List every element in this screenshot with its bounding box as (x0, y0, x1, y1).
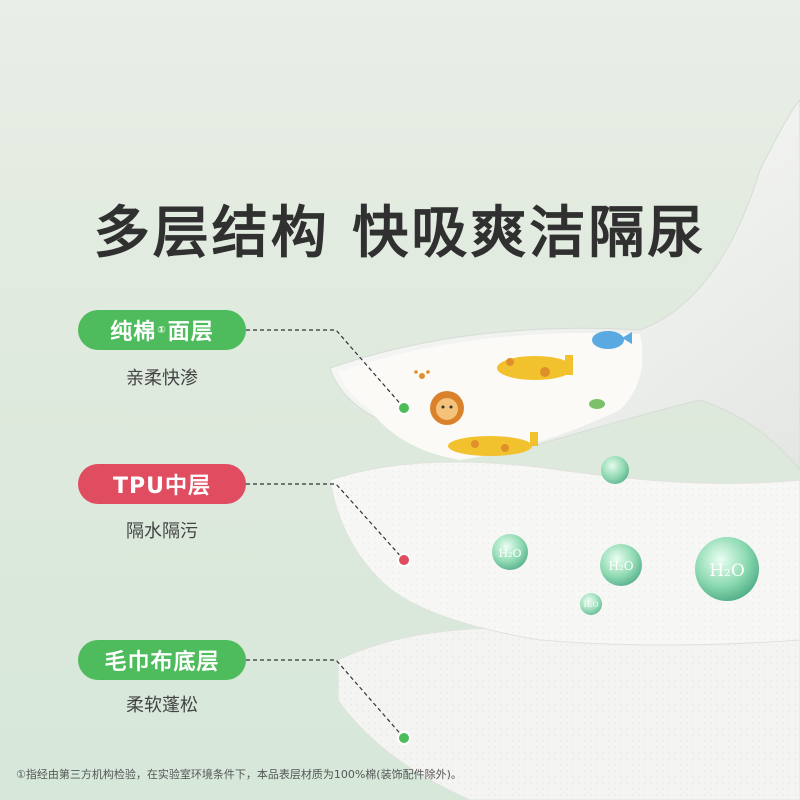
layer-desc-middle: 隔水隔污 (126, 521, 198, 542)
connector-top (246, 329, 405, 409)
page-title: 多层结构 快吸爽洁隔尿 (93, 201, 707, 266)
lion-icon (430, 391, 464, 425)
giraffe-icon (448, 432, 538, 456)
whale-icon (592, 331, 632, 349)
layer-label-bottom: 毛巾布底层 (78, 640, 246, 680)
top-layer (329, 99, 800, 471)
leaf-icon (589, 399, 605, 409)
layer-desc-bottom: 柔软蓬松 (126, 695, 198, 716)
h2o-label: H₂O (608, 559, 633, 573)
droplet-h2o: H₂O (695, 537, 759, 601)
h2o-label: H₂O (709, 561, 745, 581)
droplet-h2o: H₂O (580, 593, 602, 615)
connector-middle (246, 483, 405, 561)
footnote-mark: ① (157, 324, 167, 336)
h2o-label: H₂O (498, 547, 521, 560)
middle-layer (329, 461, 800, 646)
bottom-layer (337, 627, 800, 800)
layer-desc-top: 亲柔快渗 (126, 368, 198, 389)
droplet-small (601, 456, 629, 484)
layer-label-middle: TPU中层 (78, 464, 246, 504)
footnote: ①指经由第三方机构检验，在实验室环境条件下，本品表层材质为100%棉(装饰配件除… (16, 768, 462, 781)
connector-dots (397, 401, 411, 745)
connector-bottom (246, 659, 405, 739)
droplet-h2o: H₂O (600, 544, 642, 586)
paw-icon (414, 370, 430, 379)
h2o-label: H₂O (584, 601, 599, 609)
giraffe-icon (497, 355, 573, 380)
droplet-h2o: H₂O (492, 534, 528, 570)
